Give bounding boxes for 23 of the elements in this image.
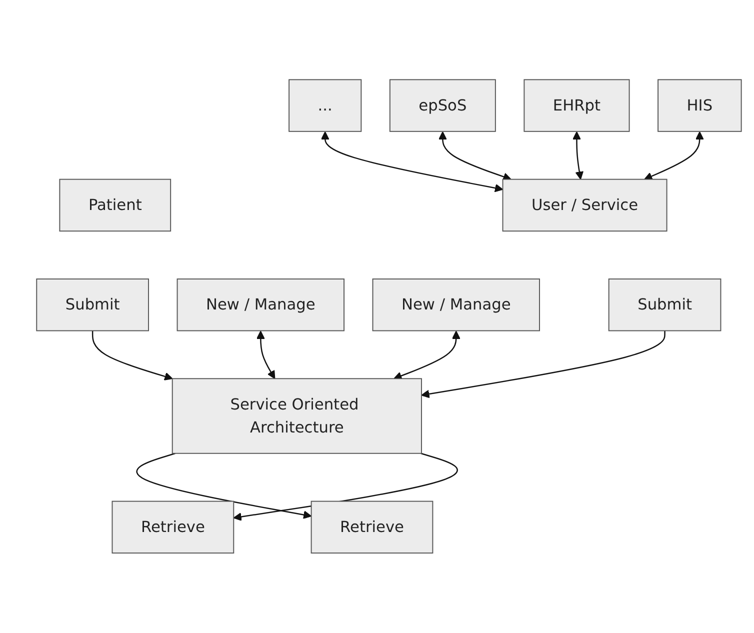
node-box: User / Service [502,178,668,232]
node-box: Service Oriented Architecture [172,378,422,454]
arrow [233,452,458,522]
arrow [136,452,312,520]
arrow [256,330,276,380]
node-box: ... [288,79,362,132]
node-box: New / Manage [176,278,344,332]
arrow [572,132,584,180]
arrow [421,330,666,398]
node-box: Submit [36,278,149,332]
node-box: Retrieve [310,500,434,554]
node-box: epSoS [389,79,496,132]
node-box: Submit [608,278,722,332]
arrow [320,132,504,192]
arrow [394,330,460,380]
node-box: Patient [59,178,172,232]
arrow [644,132,704,180]
node-box: HIS [658,79,742,132]
arrow [438,132,512,181]
arrow [92,330,173,381]
node-box: EHRpt [524,79,630,132]
node-box: Retrieve [112,500,234,554]
node-box: New / Manage [372,278,540,332]
